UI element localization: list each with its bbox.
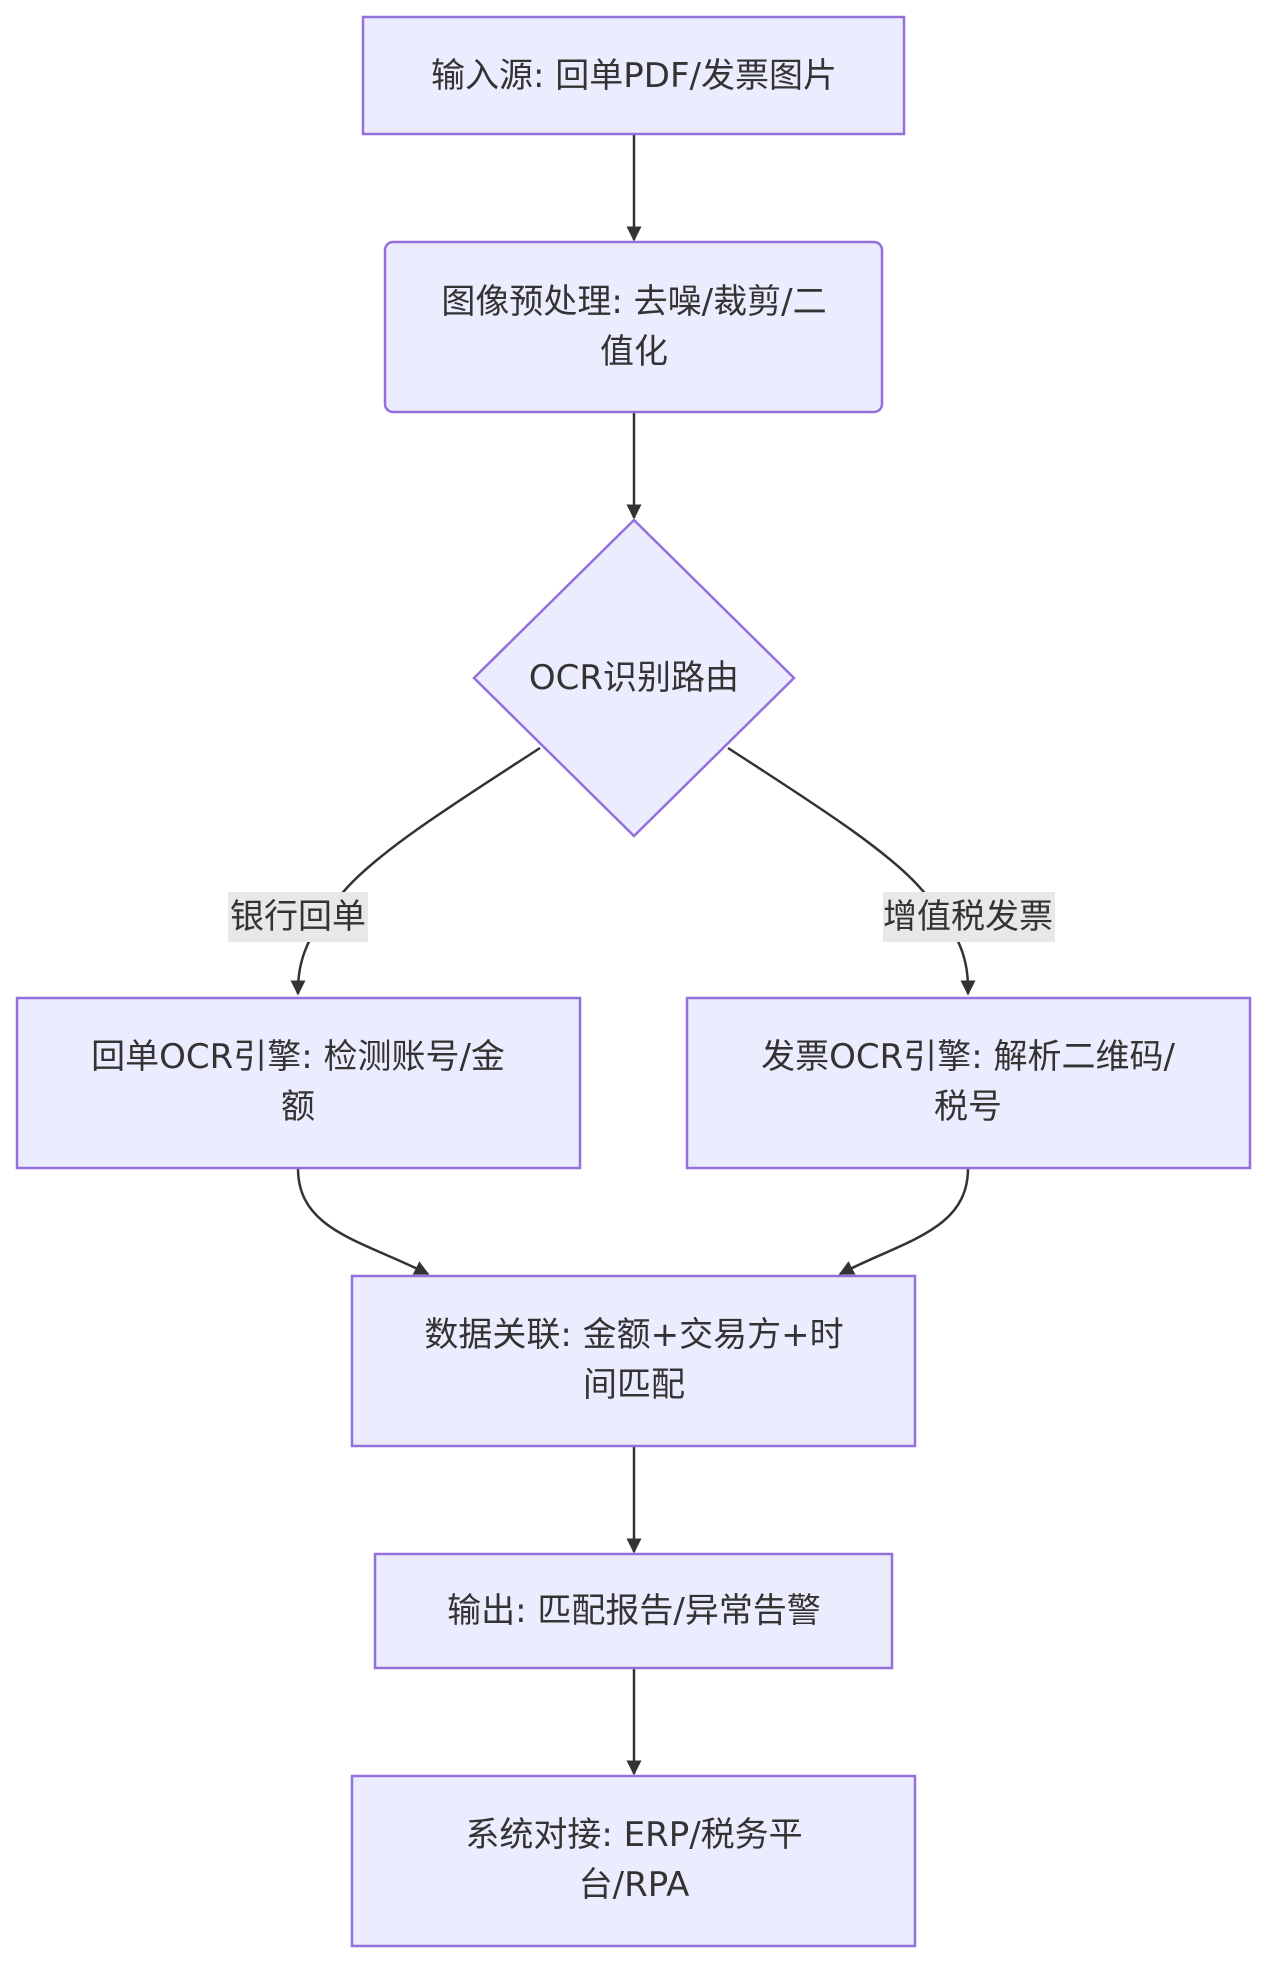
node-image-preprocess: 图像预处理: 去噪/裁剪/二 值化 <box>383 240 884 414</box>
node-receipt-ocr-engine: 回单OCR引擎: 检测账号/金 额 <box>15 996 582 1170</box>
edge-label-bank-receipt-text: 银行回单 <box>230 897 366 937</box>
node-output-line-1: 输出: 匹配报告/异常告警 <box>447 1591 821 1631</box>
node-output: 输出: 匹配报告/异常告警 <box>373 1552 894 1670</box>
node-data-association-line-1: 数据关联: 金额+交易方+时 <box>424 1315 843 1355</box>
node-receipt-ocr-engine-line-2: 额 <box>281 1087 315 1127</box>
node-data-association-line-2: 间匹配 <box>583 1365 685 1405</box>
node-image-preprocess-line-1: 图像预处理: 去噪/裁剪/二 <box>441 282 826 322</box>
node-input-source-line-1: 输入源: 回单PDF/发票图片 <box>431 56 837 96</box>
edge-invoice-engine-to-association <box>838 1167 970 1276</box>
edge-receipt-engine-to-association <box>296 1167 430 1276</box>
node-receipt-ocr-engine-line-1: 回单OCR引擎: 检测账号/金 <box>91 1037 505 1077</box>
node-invoice-ocr-engine-line-1: 发票OCR引擎: 解析二维码/ <box>761 1037 1175 1077</box>
node-ocr-router: OCR识别路由 <box>472 518 796 838</box>
edge-label-bank-receipt: 银行回单 <box>228 892 368 942</box>
node-invoice-ocr-engine-line-2: 税号 <box>934 1087 1002 1127</box>
edge-label-vat-invoice: 增值税发票 <box>883 892 1055 942</box>
edge-label-vat-invoice-text: 增值税发票 <box>883 897 1053 937</box>
node-system-integration-line-2: 台/RPA <box>579 1865 690 1905</box>
node-image-preprocess-line-2: 值化 <box>600 332 668 372</box>
node-invoice-ocr-engine: 发票OCR引擎: 解析二维码/ 税号 <box>685 996 1252 1170</box>
node-system-integration: 系统对接: ERP/税务平 台/RPA <box>350 1774 917 1948</box>
edge-router-to-invoice-engine <box>727 746 976 996</box>
edge-router-to-receipt-engine <box>290 746 541 996</box>
node-system-integration-line-1: 系统对接: ERP/税务平 <box>465 1815 802 1855</box>
node-data-association: 数据关联: 金额+交易方+时 间匹配 <box>350 1274 917 1448</box>
node-ocr-router-label: OCR识别路由 <box>529 658 739 698</box>
node-input-source: 输入源: 回单PDF/发票图片 <box>361 15 906 136</box>
